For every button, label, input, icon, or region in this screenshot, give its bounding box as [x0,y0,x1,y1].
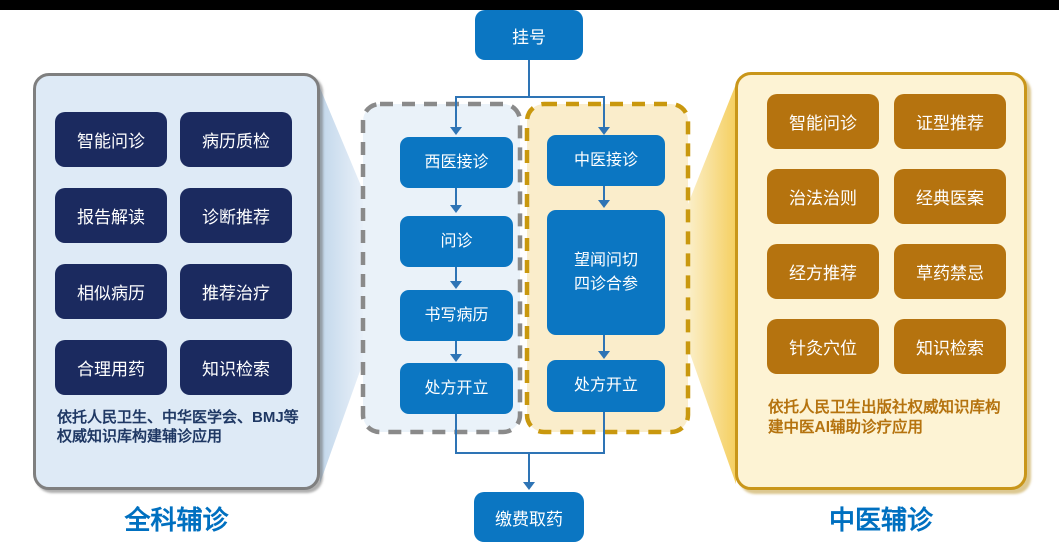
tcm-label: 中医辅诊 [828,505,933,535]
connector-line [455,188,457,207]
general-practice-note: 依托人民卫生、中华医学会、BMJ等权威知识库构建辅诊应用 [57,409,299,446]
west-step-reception: 西医接诊 [400,137,513,188]
connector-line [528,58,530,98]
connector-line [603,186,605,202]
flow-arrow-icon [523,482,535,490]
connector-line [603,97,605,128]
panel-item: 知识检索 [894,319,1006,374]
west-step-record-writing: 书写病历 [400,290,513,341]
panel-item: 报告解读 [55,188,167,243]
panel-item: 合理用药 [55,340,167,395]
west-step-prescription: 处方开立 [400,363,513,414]
panel-item: 经典医案 [894,169,1006,224]
flow-arrow-icon [598,351,610,359]
panel-item: 智能问诊 [55,112,167,167]
flow-arrow-icon [450,354,462,362]
panel-item: 证型推荐 [894,94,1006,149]
flow-arrow-icon [598,127,610,135]
connector-line [455,341,457,356]
west-step-consultation: 问诊 [400,216,513,267]
panel-item: 相似病历 [55,264,167,319]
registration-node: 挂号 [475,10,583,60]
flow-arrow-icon [450,205,462,213]
general-practice-label: 全科辅诊 [124,505,229,535]
panel-item: 治法治则 [767,169,879,224]
connector-line [455,267,457,283]
tcm-panel: 智能问诊 证型推荐 治法治则 经典医案 经方推荐 草药禁忌 针灸穴位 知识检索 … [735,72,1027,490]
connector-line [455,452,605,454]
general-practice-panel: 智能问诊 病历质检 报告解读 诊断推荐 相似病历 推荐治疗 合理用药 知识检索 … [33,73,320,490]
connector-line [455,96,605,98]
right-funnel-beam [688,84,736,484]
tcm-step-reception: 中医接诊 [547,135,665,186]
tcm-step-four-diagnostics: 望闻问切 四诊合参 [547,210,665,335]
tcm-note: 依托人民卫生出版社权威知识库构建中医AI辅助诊疗应用 [768,399,1001,436]
panel-item: 针灸穴位 [767,319,879,374]
panel-item: 草药禁忌 [894,244,1006,299]
flow-arrow-icon [450,127,462,135]
panel-item: 智能问诊 [767,94,879,149]
connector-line [455,414,457,454]
panel-item: 诊断推荐 [180,188,292,243]
tcm-step-prescription: 处方开立 [547,360,665,412]
connector-line [603,335,605,353]
top-bar [0,0,1059,10]
panel-item: 病历质检 [180,112,292,167]
general-practice-grid: 智能问诊 病历质检 报告解读 诊断推荐 相似病历 推荐治疗 合理用药 知识检索 [36,76,317,395]
connector-line [528,453,530,483]
tcm-grid: 智能问诊 证型推荐 治法治则 经典医案 经方推荐 草药禁忌 针灸穴位 知识检索 [738,75,1024,374]
payment-pickup-node: 缴费取药 [474,492,584,542]
flow-arrow-icon [598,200,610,208]
connector-line [455,97,457,128]
panel-item: 推荐治疗 [180,264,292,319]
panel-item: 经方推荐 [767,244,879,299]
flow-arrow-icon [450,281,462,289]
connector-line [603,412,605,454]
panel-item: 知识检索 [180,340,292,395]
